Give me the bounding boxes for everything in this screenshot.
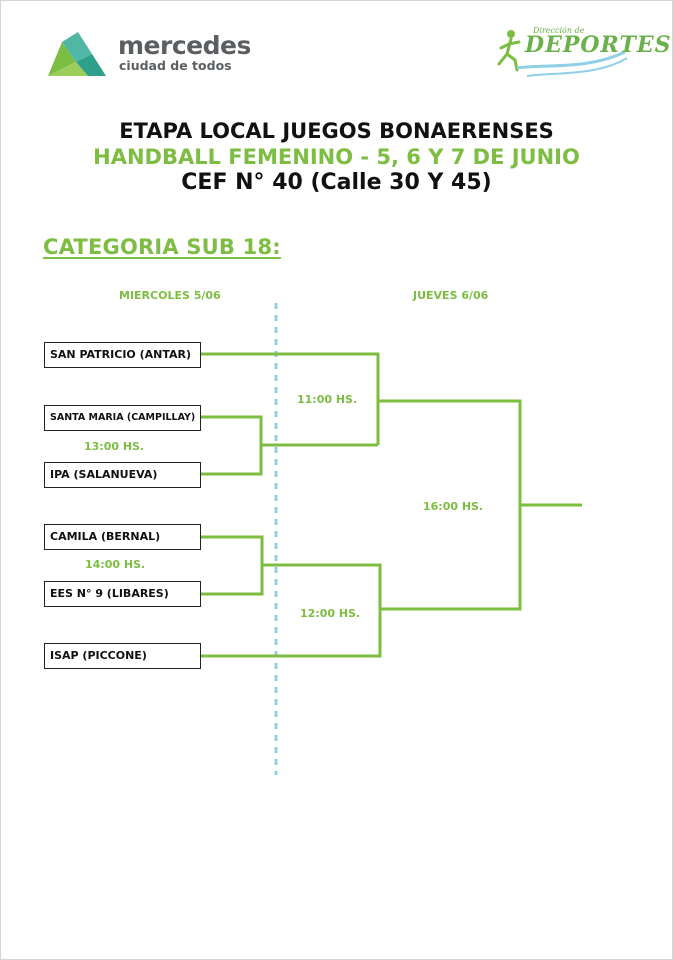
time-match-b: 14:00 HS.	[85, 558, 146, 571]
day-label-thursday: JUEVES 6/06	[413, 289, 489, 302]
category-heading: CATEGORIA SUB 18:	[43, 235, 281, 259]
line-match-b	[197, 535, 264, 596]
team-santa-maria: SANTA MARIA (CAMPILLAY)	[44, 405, 201, 431]
time-match-a: 13:00 HS.	[84, 440, 145, 453]
team-camila: CAMILA (BERNAL)	[44, 524, 201, 550]
mercedes-logo: mercedes ciudad de todos	[48, 32, 258, 78]
team-isap: ISAP (PICCONE)	[44, 643, 201, 669]
deportes-logo: Dirección de DEPORTES	[497, 24, 670, 86]
deportes-logo-text: DEPORTES	[525, 32, 672, 58]
deportes-logo-small-text: Dirección de	[533, 26, 585, 35]
brand-name: mercedes	[118, 31, 251, 60]
time-semi-2: 12:00 HS.	[300, 607, 361, 620]
title-line-2: HANDBALL FEMENINO - 5, 6 Y 7 DE JUNIO	[93, 145, 580, 169]
mercedes-logo-icon	[48, 32, 106, 76]
title-line-3: CEF N° 40 (Calle 30 Y 45)	[181, 170, 492, 195]
title-line-1: ETAPA LOCAL JUEGOS BONAERENSES	[119, 119, 554, 143]
time-semi-1: 11:00 HS.	[297, 393, 358, 406]
runner-icon	[497, 30, 628, 77]
day-label-wednesday: MIERCOLES 5/06	[119, 289, 221, 302]
team-ipa: IPA (SALANUEVA)	[44, 462, 201, 488]
team-ees-9: EES N° 9 (LIBARES)	[44, 581, 201, 607]
line-semi-1-top	[197, 352, 380, 445]
line-match-a	[197, 415, 263, 476]
time-final: 16:00 HS.	[423, 500, 484, 513]
team-san-patricio: SAN PATRICIO (ANTAR)	[44, 342, 201, 368]
brand-tagline: ciudad de todos	[119, 58, 232, 73]
